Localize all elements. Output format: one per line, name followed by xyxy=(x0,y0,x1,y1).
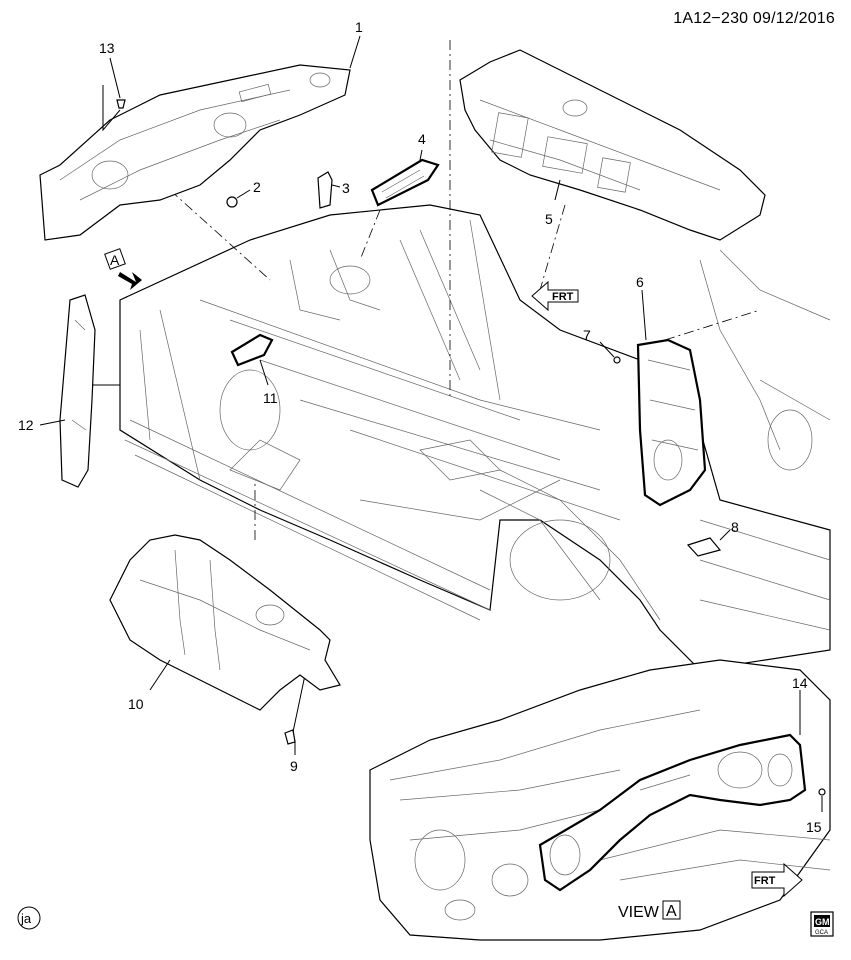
view-a-label: VIEW A xyxy=(618,900,681,921)
gm-logo: GM GCA xyxy=(810,911,834,937)
front-arrow-lower: FRT xyxy=(751,862,803,898)
assembly-line xyxy=(539,204,566,291)
view-direction-arrow-icon xyxy=(118,272,142,290)
front-arrow-lower-label: FRT xyxy=(754,875,776,887)
callout-3: 3 xyxy=(342,180,350,196)
callout-1: 1 xyxy=(355,19,363,35)
callout-2: 2 xyxy=(253,179,261,195)
front-arrow-upper-label: FRT xyxy=(552,291,574,303)
part-14-dash-insulator xyxy=(538,690,807,892)
view-a-marker-letter: A xyxy=(110,252,120,268)
view-a-detail xyxy=(369,659,831,941)
part-6-side-insulator xyxy=(636,289,761,507)
callout-12: 12 xyxy=(18,417,34,433)
view-label-letter: A xyxy=(666,903,677,920)
callout-1-leader xyxy=(349,35,361,69)
author-initials: ja xyxy=(20,911,32,926)
part-9-fastener xyxy=(284,674,306,755)
drawing-id: 1A12−230 09/12/2016 xyxy=(673,10,835,27)
callout-9: 9 xyxy=(290,758,298,774)
part-2-nut xyxy=(226,189,251,208)
body-structure xyxy=(119,204,831,671)
callout-15: 15 xyxy=(806,819,822,835)
front-arrow-right-icon xyxy=(751,862,803,898)
callout-13: 13 xyxy=(99,40,115,56)
callout-14: 14 xyxy=(792,675,808,691)
author-stamp: ja xyxy=(17,906,41,930)
assembly-line xyxy=(359,209,381,261)
part-3-bracket xyxy=(317,171,341,209)
part-11-grommet xyxy=(230,333,274,386)
callout-5: 5 xyxy=(545,211,553,227)
part-10-wheelhouse-insulator xyxy=(109,534,341,711)
part-7-clip xyxy=(599,341,621,364)
part-5-plenum-insulator xyxy=(459,49,766,241)
assembly-line xyxy=(169,189,271,281)
part-13-fastener xyxy=(102,57,126,132)
view-label-text: VIEW xyxy=(618,904,660,921)
front-arrow-upper: FRT xyxy=(531,280,579,312)
part-1-dash-insulator xyxy=(39,64,351,241)
callout-11: 11 xyxy=(263,390,278,406)
gm-logo-sub: GCA xyxy=(815,930,828,936)
callout-4: 4 xyxy=(418,131,426,147)
gm-logo-text: GM xyxy=(815,917,830,927)
part-15-retainer xyxy=(818,788,826,812)
callout-7: 7 xyxy=(583,327,591,343)
callout-6: 6 xyxy=(636,274,644,290)
part-8-pad xyxy=(686,529,731,557)
part-12-pillar-insulator xyxy=(39,294,120,488)
callout-10: 10 xyxy=(128,696,144,712)
part-4-grommet xyxy=(370,149,440,207)
callout-8: 8 xyxy=(731,519,739,535)
view-a-marker: A xyxy=(104,248,142,290)
front-arrow-left-icon xyxy=(531,280,579,312)
